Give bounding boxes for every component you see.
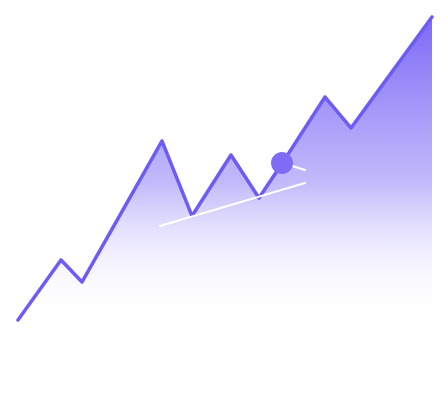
growth-line [16, 15, 434, 322]
data-point-marker-icon [271, 152, 293, 174]
trend-line-icon [159, 182, 306, 227]
area-fill [18, 17, 432, 320]
